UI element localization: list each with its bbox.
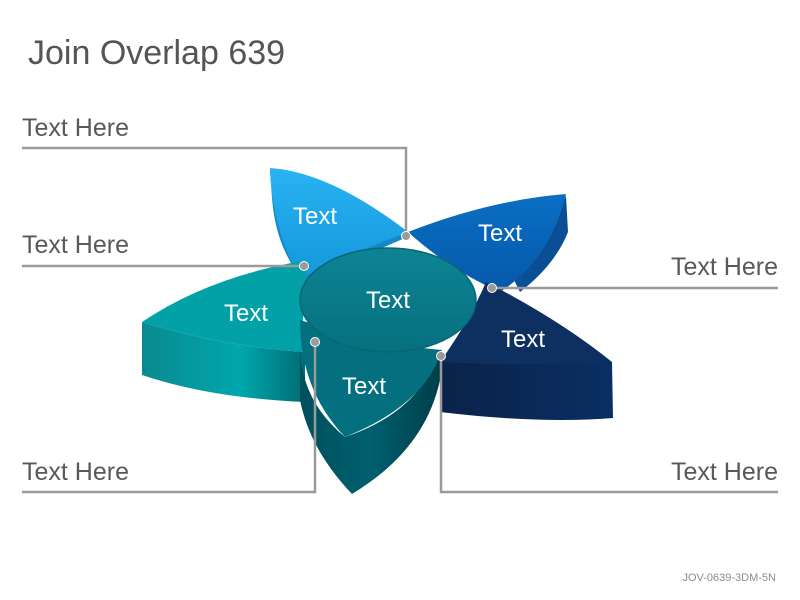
petal-right-label: Text — [501, 326, 545, 353]
petal-top-left — [270, 168, 408, 282]
center-label: Text — [366, 287, 410, 314]
connector-bottom-right — [439, 356, 778, 494]
footer-code: JOV-0639-3DM-5N — [682, 572, 776, 584]
page-title: Join Overlap 639 — [28, 34, 286, 72]
callout-top-left: Text Here — [22, 114, 129, 142]
connector-bottom-left — [22, 342, 317, 494]
center-ellipse — [299, 247, 477, 353]
petal-right — [440, 282, 613, 420]
callout-bottom-right: Text Here — [671, 458, 778, 486]
callout-bottom-left: Text Here — [22, 458, 129, 486]
connector-lines — [22, 146, 778, 494]
petal-left — [142, 260, 308, 402]
callout-mid-left: Text Here — [22, 231, 129, 259]
connector-dots — [299, 231, 497, 361]
petal-top-right-label: Text — [478, 220, 522, 247]
petal-top-left-label: Text — [293, 203, 337, 230]
petal-top-right — [408, 194, 568, 292]
petal-left-label: Text — [224, 300, 268, 327]
connector-top-left — [22, 146, 408, 234]
petal-bottom-label: Text — [342, 373, 386, 400]
callout-mid-right: Text Here — [671, 253, 778, 281]
